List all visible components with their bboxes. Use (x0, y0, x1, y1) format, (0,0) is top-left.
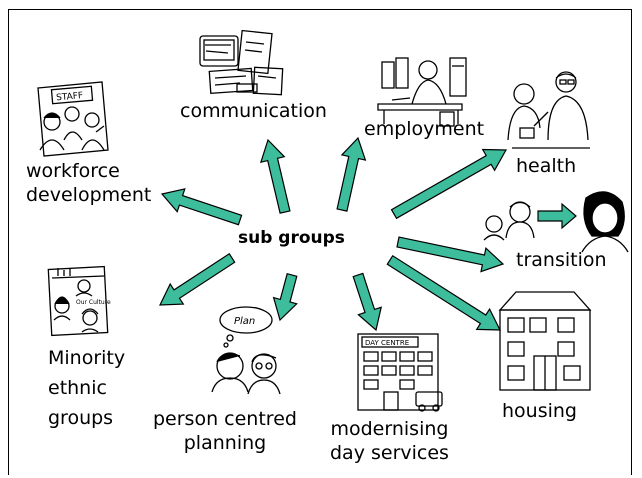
arrow-to-communication (260, 138, 291, 214)
arrow-to-day-services (352, 272, 383, 332)
staff-sign-text: STAFF (56, 91, 84, 103)
doctor-patient-drawing (507, 71, 590, 149)
label-day-services: modernising day services (330, 418, 449, 466)
label-communication: communication (180, 100, 327, 122)
label-day-services-line2: day services (330, 441, 449, 464)
center-label: sub groups (238, 228, 345, 248)
label-minority-line1: Minority (48, 347, 126, 369)
arrow-to-minority (159, 252, 236, 306)
transition-arrow-icon (537, 202, 577, 230)
label-employment: employment (364, 118, 485, 140)
label-workforce-line2: development (26, 183, 152, 206)
label-minority-line2: ethnic (48, 377, 107, 399)
diverse-faces-drawing (47, 265, 109, 337)
house-drawing (498, 291, 592, 391)
child-to-adult-drawing (483, 191, 629, 253)
arrow-to-employment (336, 136, 367, 212)
office-worker-drawing (377, 57, 467, 127)
slide-frame (8, 9, 632, 475)
plan-bubble-text: Plan (234, 316, 255, 327)
label-minority: Minority ethnic groups (48, 343, 125, 433)
two-people-thinking-drawing (211, 306, 281, 395)
tv-magazines-drawing (199, 29, 284, 96)
label-workforce-line1: workforce (26, 160, 120, 182)
label-minority-line3: groups (48, 407, 114, 429)
label-workforce: workforce development (26, 160, 151, 208)
label-housing: housing (502, 400, 577, 422)
label-health: health (516, 155, 577, 177)
day-centre-building-drawing (357, 333, 443, 412)
label-person-centred: person centred planning (153, 408, 297, 456)
arrow-to-health (390, 148, 508, 220)
label-person-centred-line2: planning (183, 431, 267, 454)
arrows-layer (159, 136, 508, 332)
arrow-to-transition (396, 236, 505, 273)
label-person-centred-line1: person centred (153, 408, 297, 430)
day-centre-sign: DAY CENTRE (365, 339, 409, 347)
arrow-to-workforce (160, 188, 243, 226)
label-transition: transition (516, 249, 607, 271)
our-culture-note: Our Culture (76, 299, 111, 306)
arrow-to-housing (386, 254, 501, 331)
label-day-services-line1: modernising (330, 418, 449, 440)
staff-meeting-drawing (37, 81, 109, 157)
arrow-to-person-centred (272, 272, 298, 322)
